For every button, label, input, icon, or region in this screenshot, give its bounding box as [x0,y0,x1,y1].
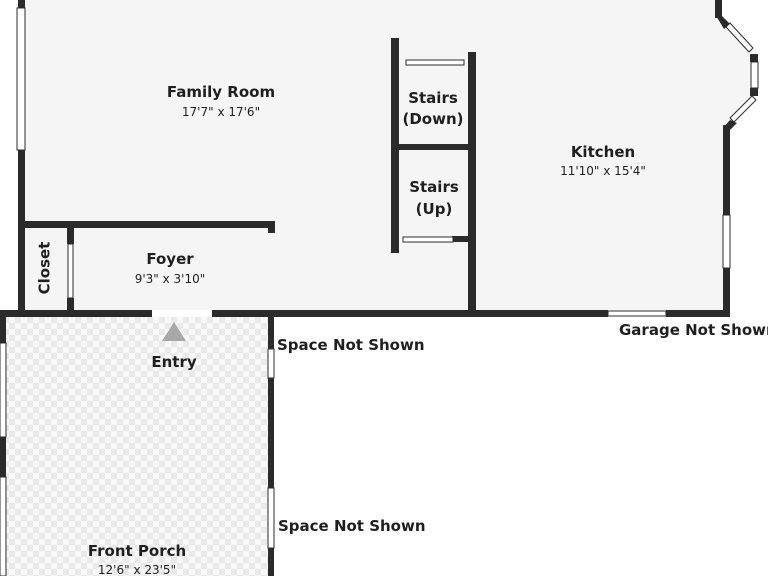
window-bay-lower [729,95,757,123]
wall-porch-left-mid [0,437,6,477]
window-bay-upper [725,22,754,53]
entry-arrow-icon [162,322,186,341]
entry-door-opening [152,310,212,317]
wall-left-upper [18,0,25,8]
window-bay-front [750,61,759,89]
wall-closet-divider-bottom [67,298,74,312]
wall-kitchen-top-right [715,0,722,18]
wall-bay-upper [715,14,730,29]
family-room-name: Family Room [167,83,275,101]
wall-left-lower [18,150,25,312]
kitchen-dimensions: 11'10" x 15'4" [560,164,646,178]
window-family-left [16,7,26,151]
foyer-dimensions: 9'3" x 3'10" [135,272,206,286]
entry-label: Entry [151,353,196,371]
window-porch-right-2 [267,487,275,549]
window-stairs-bottom [402,236,454,243]
front-porch-floor [3,317,271,576]
garage-not-shown-note: Garage Not Shown [619,321,768,339]
front-porch-dimensions: 12'6" x 23'5" [98,563,176,576]
stairs-down-line2: (Down) [402,110,463,128]
foyer-name: Foyer [146,250,194,268]
wall-foyer-top [22,221,275,228]
wall-stairs-left [391,38,399,253]
windows [0,7,759,576]
wall-bay-lower [723,120,737,130]
window-stairs-top [405,59,465,66]
wall-bay-side-bottom [750,88,758,96]
window-closet-door [67,243,74,299]
wall-bay-side-top [750,54,758,62]
wall-stairs-bottom-stub [452,236,470,242]
wall-foyer-top-stub [268,221,275,233]
wall-porch-right-bottom [268,548,274,576]
wall-stairs-mid [398,144,470,150]
wall-bottom-right [666,310,730,317]
wall-kitchen-right [723,125,730,215]
stairs-up-line1: Stairs [409,178,459,196]
wall-bottom-left [0,310,152,317]
window-garage-door [607,310,667,317]
space-not-shown-note-2: Space Not Shown [278,517,426,535]
window-porch-left-1 [0,342,7,438]
stairs-down-line1: Stairs [408,89,458,107]
wall-porch-right-top [268,317,274,349]
wall-porch-right-mid [268,378,274,488]
stairs-up-line2: (Up) [416,200,453,218]
wall-porch-left-top [0,317,6,343]
window-porch-left-2 [0,476,7,576]
interior-floor [22,0,758,310]
kitchen-name: Kitchen [571,143,635,161]
front-porch-name: Front Porch [88,542,186,560]
wall-bottom-mid [212,310,608,317]
labels: Family Room 17'7" x 17'6" Kitchen 11'10"… [36,83,768,576]
wall-stairs-right [468,52,476,314]
window-kitchen-right [722,214,731,269]
window-porch-right-1 [267,348,275,379]
space-not-shown-note-1: Space Not Shown [277,336,425,354]
wall-closet-divider-top [67,228,74,244]
family-room-dimensions: 17'7" x 17'6" [182,105,260,119]
wall-kitchen-right-lower [723,268,730,314]
closet-name: Closet [36,242,54,295]
